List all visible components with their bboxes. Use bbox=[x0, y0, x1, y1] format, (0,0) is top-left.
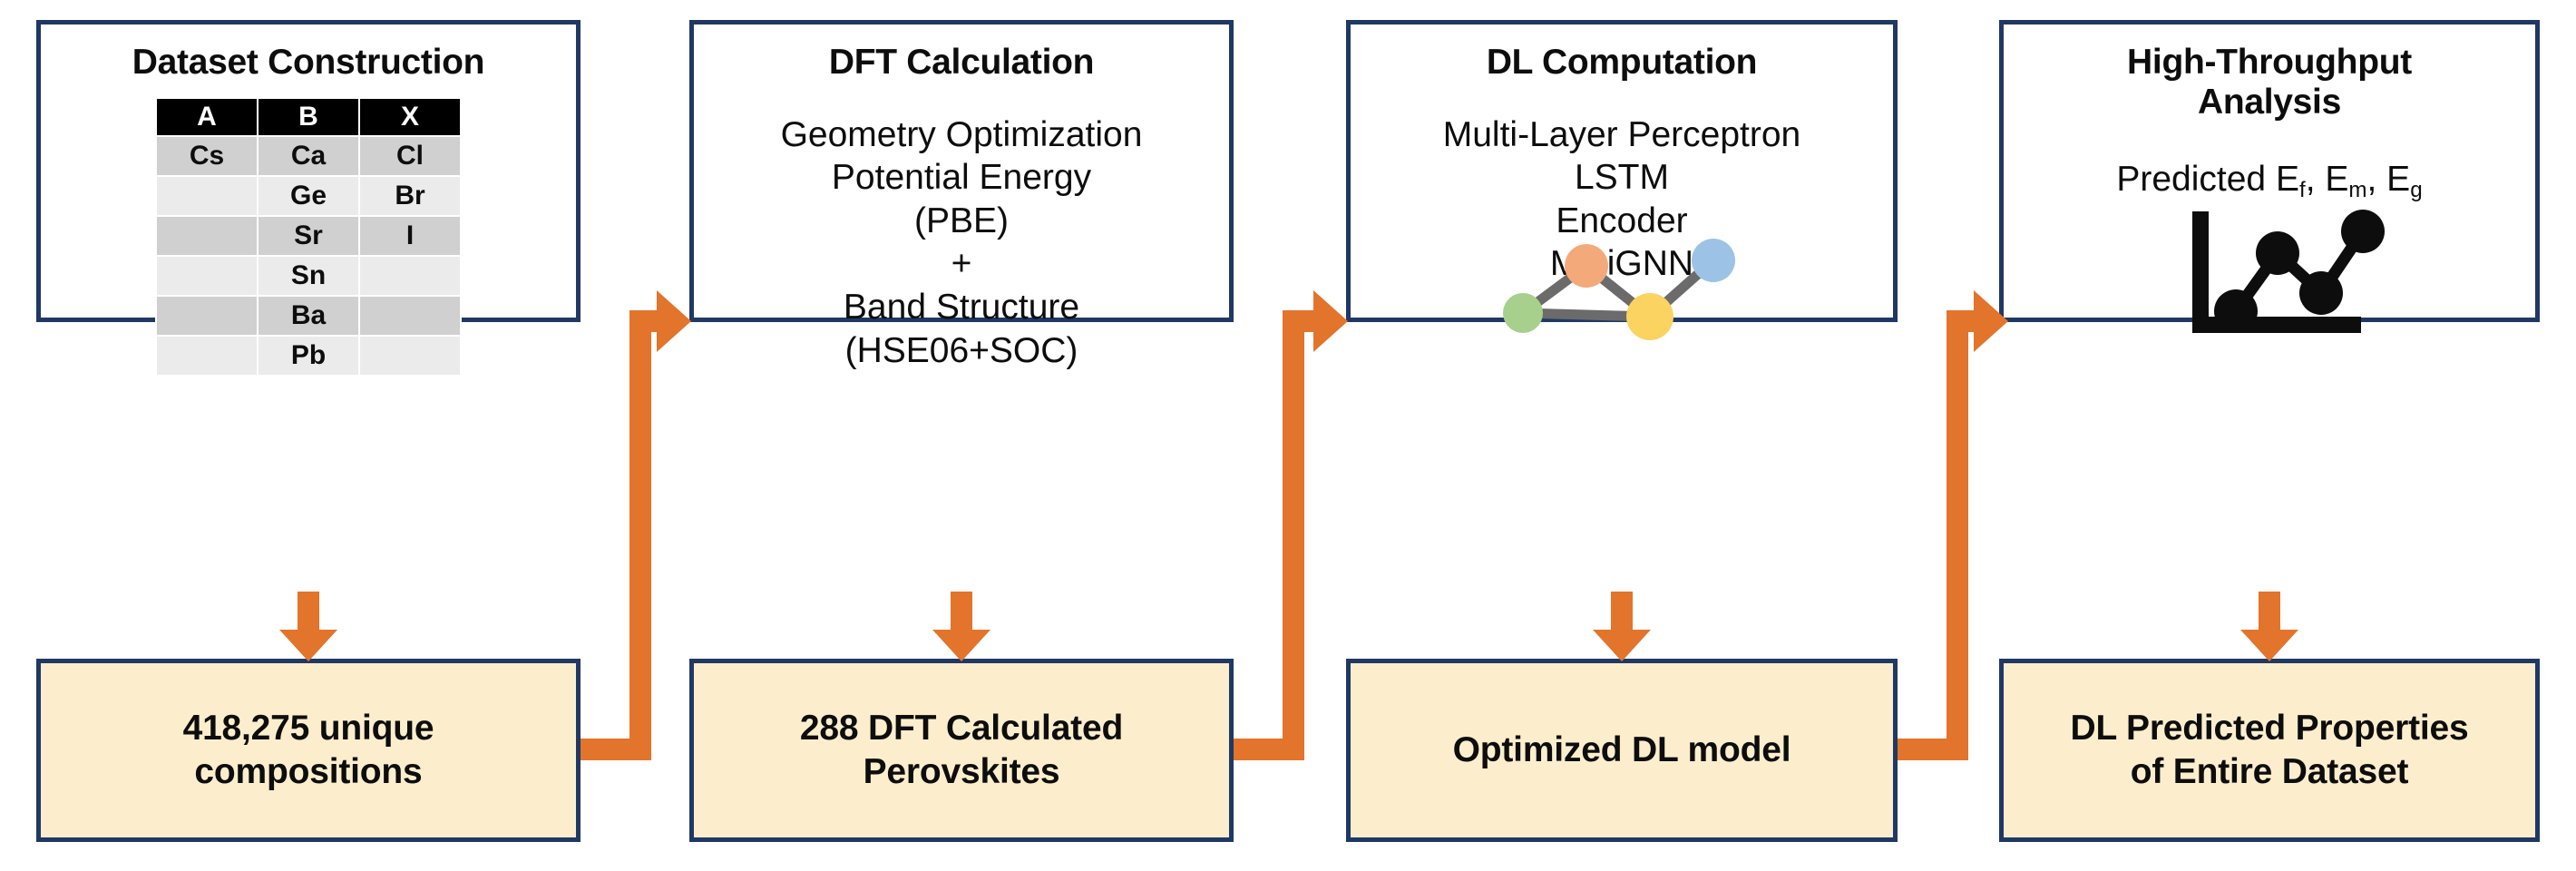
panel-dft-calculation: DFT Calculation Geometry Optimization Po… bbox=[689, 20, 1234, 370]
result-text-unique-compositions: 418,275 unique compositions bbox=[171, 707, 447, 793]
table-cell-x: Br bbox=[358, 174, 462, 217]
line-chart-icon bbox=[2183, 206, 2392, 342]
result-text-optimized-dl-model: Optimized DL model bbox=[1440, 729, 1804, 772]
result-line2: compositions bbox=[194, 752, 423, 791]
table-cell-b: Pb bbox=[257, 334, 360, 377]
dft-line-plus: + bbox=[951, 244, 972, 284]
table-row: Sr I bbox=[155, 214, 462, 257]
dl-line-multi-layer-perceptron: Multi-Layer Perceptron bbox=[1442, 114, 1801, 154]
table-cell-x bbox=[358, 254, 462, 297]
table-header-a: A bbox=[155, 96, 259, 137]
panel-title-line1: High-Throughput bbox=[2127, 43, 2412, 82]
chart-point-1 bbox=[2214, 289, 2258, 333]
dft-line-potential-energy: Potential Energy bbox=[831, 158, 1092, 198]
result-line2: Perovskites bbox=[863, 752, 1060, 791]
connector-panel3-to-result3 bbox=[1591, 592, 1653, 662]
connector-result3-to-panel4 bbox=[1898, 289, 2012, 760]
dl-line-lstm: LSTM bbox=[1574, 158, 1669, 198]
result-line1: 288 DFT Calculated bbox=[799, 709, 1124, 749]
graph-node-orange bbox=[1565, 244, 1608, 288]
result-line1: Optimized DL model bbox=[1452, 730, 1791, 770]
connector-result1-to-panel2 bbox=[581, 289, 695, 760]
dft-line-pbe: (PBE) bbox=[913, 201, 1009, 240]
chart-axes bbox=[2192, 211, 2361, 333]
panel-body-dft-calculation: Geometry Optimization Potential Energy (… bbox=[781, 113, 1143, 372]
dft-line-hse06-soc: (HSE06+SOC) bbox=[844, 330, 1078, 370]
table-row: Ge Br bbox=[155, 174, 462, 217]
table-cell-b: Ca bbox=[257, 134, 360, 177]
composition-table-wrapper: A B X Cs Ca Cl Ge Br bbox=[155, 96, 462, 377]
panel-body-high-throughput-analysis: Predicted Ef, Em, Eg bbox=[2116, 158, 2422, 201]
composition-table: A B X Cs Ca Cl Ge Br bbox=[155, 96, 462, 377]
table-row: Ba bbox=[155, 294, 462, 337]
table-cell-a bbox=[155, 294, 259, 337]
table-row: Pb bbox=[155, 334, 462, 377]
result-box-dl-predicted-properties: DL Predicted Properties of Entire Datase… bbox=[1999, 659, 2540, 842]
result-text-dl-predicted-properties: DL Predicted Properties of Entire Datase… bbox=[2058, 707, 2482, 793]
table-cell-b: Sn bbox=[257, 254, 360, 297]
chart-point-4 bbox=[2341, 210, 2385, 253]
panel-title-dl-computation: DL Computation bbox=[1486, 43, 1758, 82]
result-box-optimized-dl-model: Optimized DL model bbox=[1346, 659, 1898, 842]
predicted-label: Predicted bbox=[2116, 160, 2267, 200]
table-header-x: X bbox=[358, 96, 462, 137]
result-box-unique-compositions: 418,275 unique compositions bbox=[36, 659, 581, 842]
panel-title-dataset-construction: Dataset Construction bbox=[132, 43, 485, 82]
result-text-dft-perovskites: 288 DFT Calculated Perovskites bbox=[787, 707, 1136, 793]
result-line1: DL Predicted Properties bbox=[2070, 709, 2469, 749]
table-cell-a bbox=[155, 174, 259, 217]
table-row: Sn bbox=[155, 254, 462, 297]
table-row: Cs Ca Cl bbox=[155, 134, 462, 177]
panel-body-dl-computation: Multi-Layer Perceptron LSTM Encoder Mini… bbox=[1443, 113, 1801, 286]
graph-node-green bbox=[1503, 293, 1543, 333]
table-cell-a bbox=[155, 254, 259, 297]
table-cell-b: Ge bbox=[257, 174, 360, 217]
dl-line-encoder: Encoder bbox=[1556, 201, 1688, 240]
panel-dataset-construction: Dataset Construction A B X Cs Ca Cl bbox=[36, 20, 581, 377]
graph-network-icon bbox=[1498, 233, 1761, 347]
predicted-properties-line: Predicted Ef, Em, Eg bbox=[2116, 160, 2423, 203]
table-cell-a bbox=[155, 214, 259, 257]
dft-line-band-structure: Band Structure bbox=[843, 287, 1080, 327]
connector-panel4-to-result4 bbox=[2239, 592, 2300, 662]
table-cell-b: Ba bbox=[257, 294, 360, 337]
result-line1: 418,275 unique bbox=[182, 709, 434, 749]
table-cell-x: Cl bbox=[358, 134, 462, 177]
panel-high-throughput-analysis: High-Throughput Analysis Predicted Ef, E… bbox=[1999, 20, 2540, 333]
table-cell-a bbox=[155, 334, 259, 377]
table-header-b: B bbox=[257, 96, 360, 137]
panel-title-high-throughput-analysis: High-Throughput Analysis bbox=[2127, 43, 2412, 122]
table-cell-x: I bbox=[358, 214, 462, 257]
result-line2: of Entire Dataset bbox=[2130, 752, 2409, 791]
dft-line-geometry-optimization: Geometry Optimization bbox=[780, 114, 1143, 154]
connector-result2-to-panel3 bbox=[1234, 289, 1351, 760]
table-cell-x bbox=[358, 334, 462, 377]
chart-point-3 bbox=[2299, 271, 2343, 315]
panel-dl-computation: DL Computation Multi-Layer Perceptron LS… bbox=[1346, 20, 1898, 340]
table-header-row: A B X bbox=[155, 96, 462, 137]
graph-node-blue bbox=[1692, 239, 1735, 282]
connector-panel2-to-result2 bbox=[931, 592, 992, 662]
result-box-dft-perovskites: 288 DFT Calculated Perovskites bbox=[689, 659, 1234, 842]
panel-title-dft-calculation: DFT Calculation bbox=[828, 43, 1095, 82]
connector-panel1-to-result1 bbox=[278, 592, 339, 662]
table-cell-x bbox=[358, 294, 462, 337]
panel-title-line2: Analysis bbox=[2197, 82, 2341, 122]
table-cell-b: Sr bbox=[257, 214, 360, 257]
chart-point-2 bbox=[2256, 231, 2299, 275]
graph-node-yellow bbox=[1626, 293, 1673, 340]
table-cell-a: Cs bbox=[155, 134, 259, 177]
